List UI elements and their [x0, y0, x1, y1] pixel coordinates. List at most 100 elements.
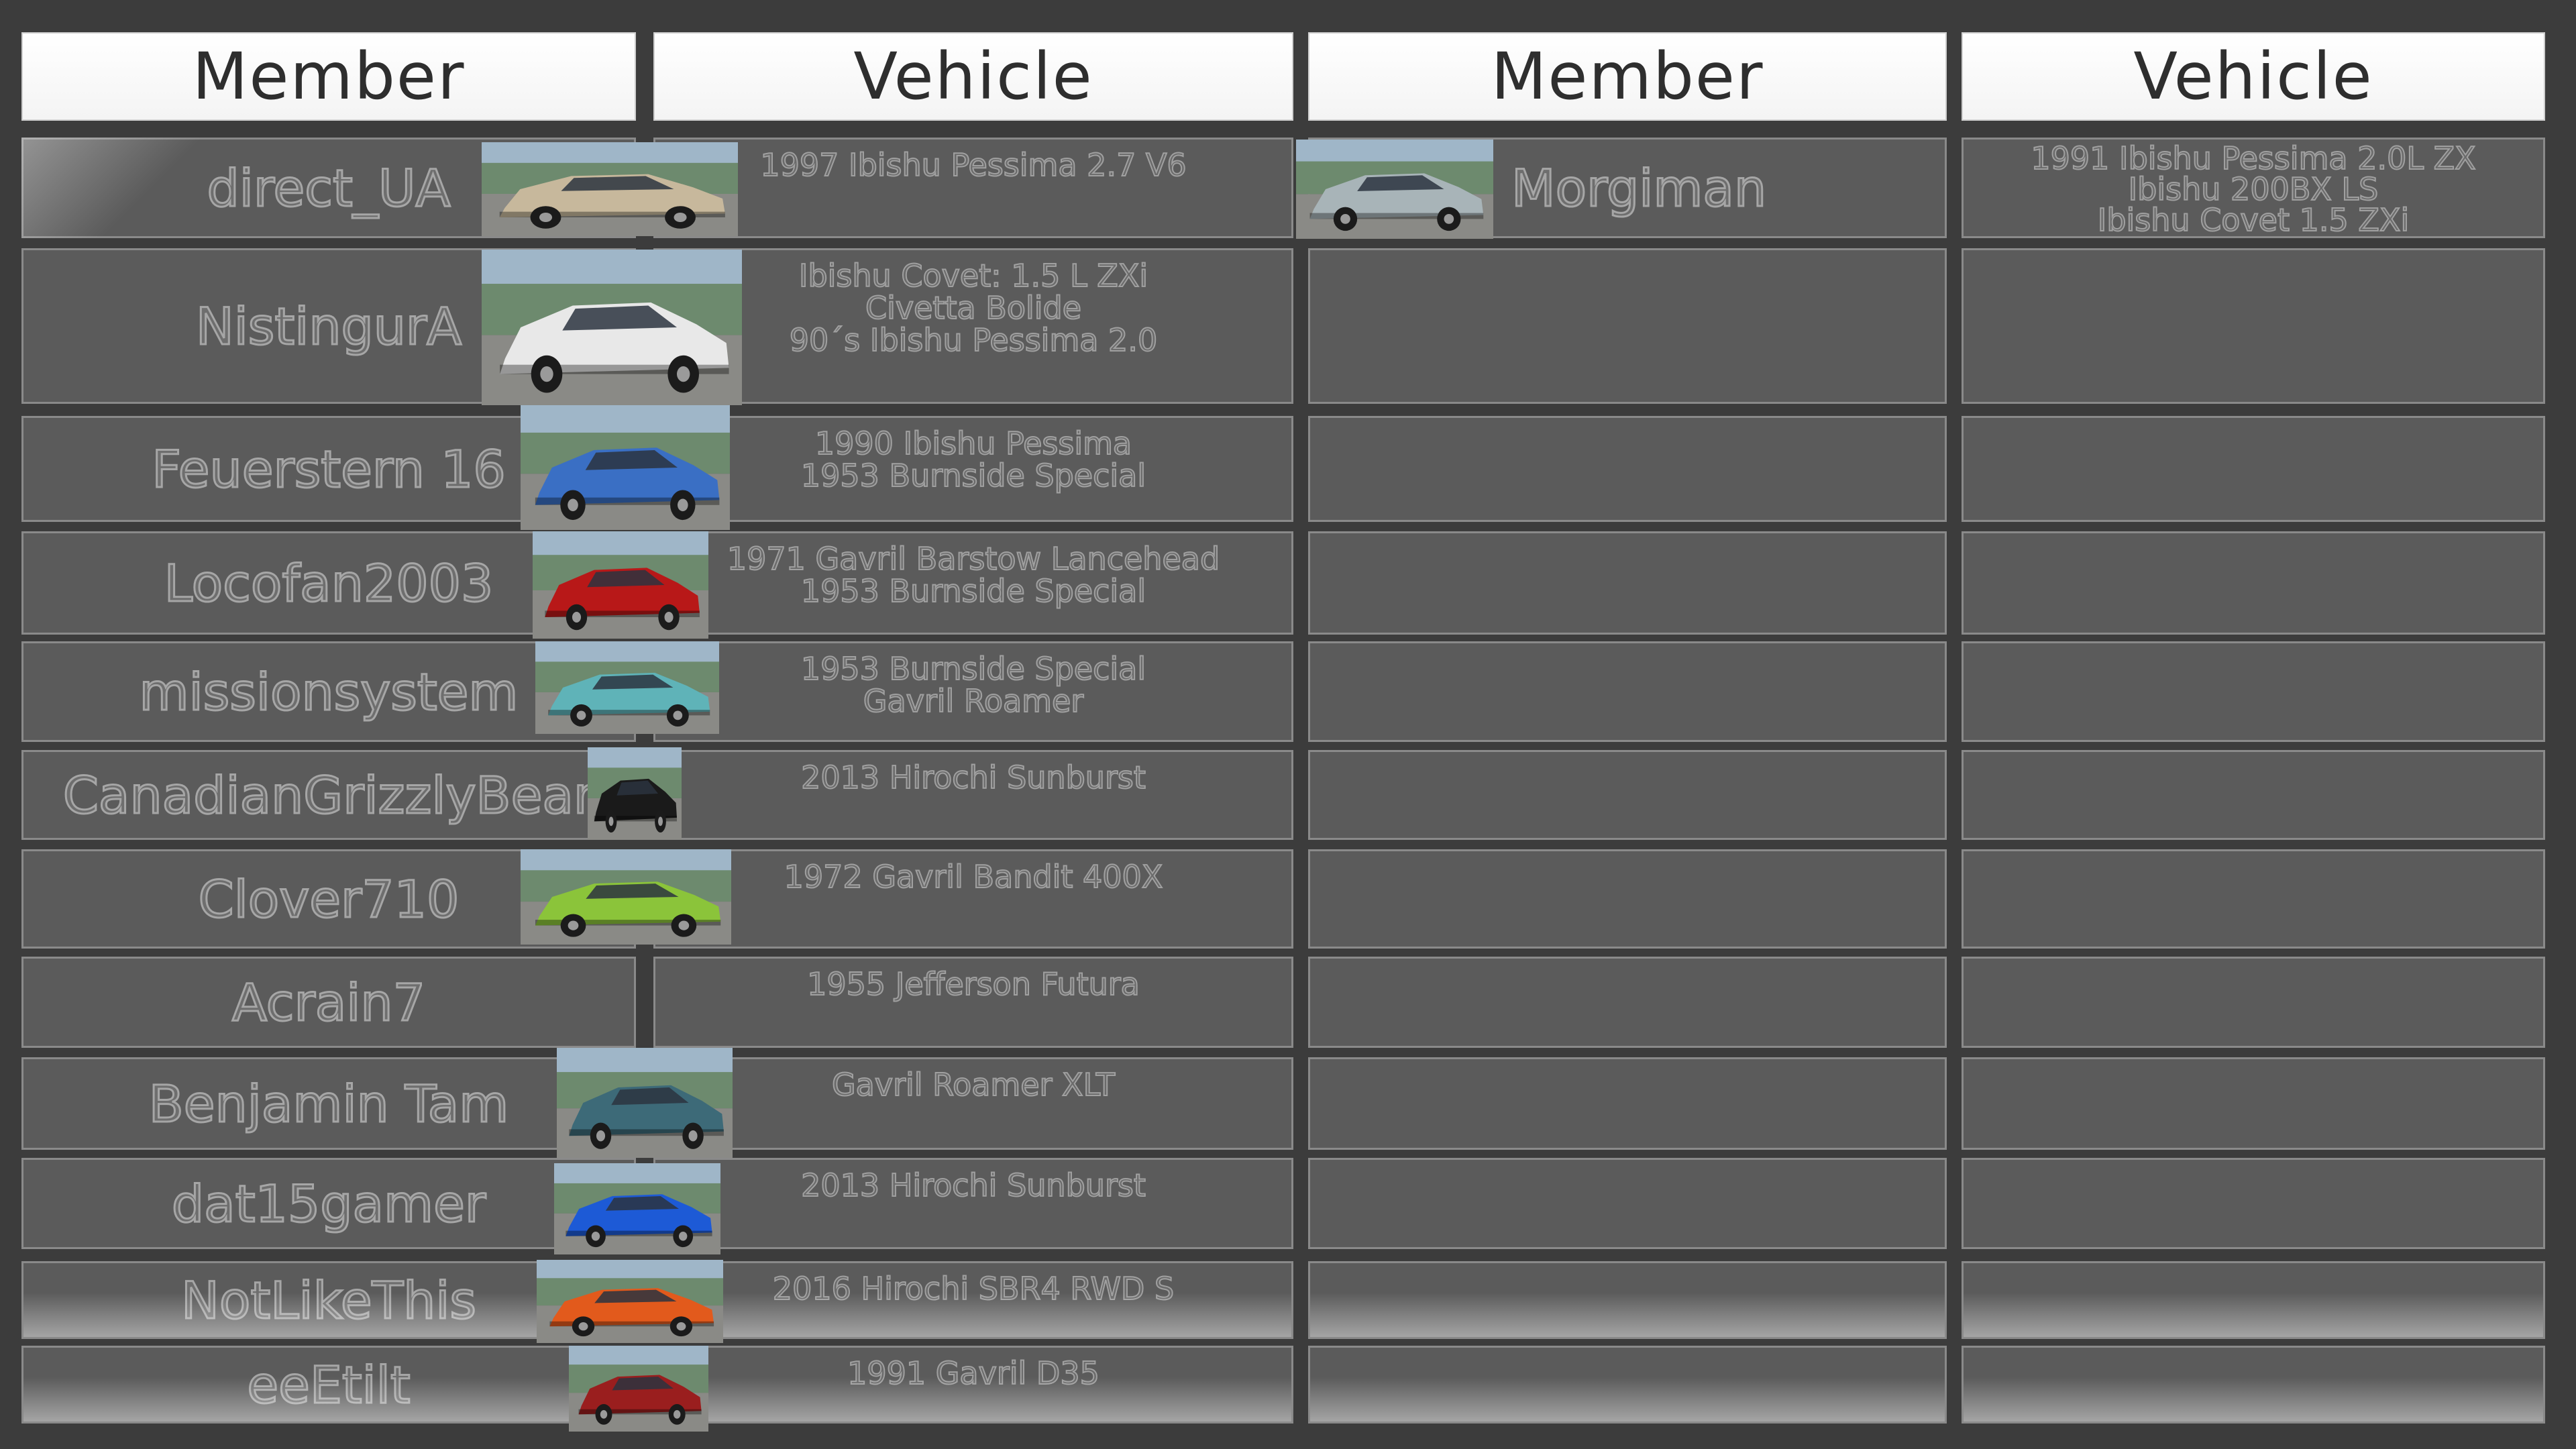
vehicle-entry: 1953 Burnside Special	[800, 573, 1146, 609]
vehicle-entry: Gavril Roamer	[863, 683, 1084, 719]
row-5-car-image	[588, 747, 682, 840]
vehicle-list: 2016 Hirochi SBR4 RWD S	[655, 1271, 1291, 1307]
member-cell-right	[1308, 1057, 1947, 1150]
glare	[1310, 1293, 1945, 1337]
member-car-photo	[482, 142, 738, 236]
member-cell-right	[1308, 1346, 1947, 1424]
member-cell-right	[1308, 750, 1947, 840]
member-name: Feuerstern 16	[151, 438, 507, 500]
morgiman-car-image	[1296, 140, 1493, 239]
member-cell-right	[1308, 1158, 1947, 1249]
vehicle-cell-right	[1962, 531, 2545, 635]
member-cell-right	[1308, 416, 1947, 522]
vehicle-cell-right	[1962, 416, 2545, 522]
member-name: NotLikeThis	[180, 1269, 478, 1331]
glare	[1310, 1377, 1945, 1421]
vehicle-entry: 1971 Gavril Barstow Lancehead	[727, 541, 1220, 577]
vehicle-cell-right	[1962, 641, 2545, 742]
member-name: dat15gamer	[170, 1173, 486, 1234]
member-car-photo	[1296, 140, 1493, 239]
vehicle-entry: 1955 Jefferson Futura	[806, 966, 1140, 1002]
member-cell-right	[1308, 1261, 1947, 1339]
header-member-1: Member	[21, 32, 636, 121]
header-member-2: Member	[1308, 32, 1947, 121]
vehicle-list: 1955 Jefferson Futura	[655, 966, 1291, 1002]
vehicle-entry: 2016 Hirochi SBR4 RWD S	[772, 1271, 1175, 1307]
member-cell: missionsystem	[21, 641, 636, 742]
member-cell: CanadianGrizzlyBear	[21, 750, 636, 840]
vehicle-list: 1997 Ibishu Pessima 2.7 V6	[655, 147, 1291, 183]
row-1-car-image	[482, 250, 742, 405]
member-car-photo	[588, 747, 682, 840]
vehicle-list: 2013 Hirochi Sunburst	[655, 761, 1291, 794]
row-0-car-image	[482, 142, 738, 236]
member-name: missionsystem	[138, 661, 519, 722]
member-cell: Acrain7	[21, 957, 636, 1048]
member-cell-right	[1308, 531, 1947, 635]
member-name: Locofan2003	[163, 552, 494, 614]
row-4-car-image	[535, 641, 719, 734]
row-2-car-image	[521, 405, 730, 530]
header-vehicle-1: Vehicle	[653, 32, 1293, 121]
vehicle-cell-right	[1962, 849, 2545, 949]
vehicle-list: Gavril Roamer XLT	[655, 1068, 1291, 1102]
vehicle-entry: 1991 Gavril D35	[847, 1355, 1100, 1391]
vehicle-cell: 1991 Gavril D35	[653, 1346, 1293, 1424]
row-10-car-image	[537, 1260, 723, 1343]
member-car-photo	[521, 849, 731, 945]
vehicle-cell-right	[1962, 1057, 2545, 1150]
vehicle-entry: 1972 Gavril Bandit 400X	[784, 859, 1164, 895]
vehicle-cell-right	[1962, 750, 2545, 840]
vehicle-cell-right	[1962, 1158, 2545, 1249]
row-11-car-image	[569, 1346, 708, 1432]
vehicle-entry: 1953 Burnside Special	[800, 651, 1146, 687]
vehicle-cell: 1997 Ibishu Pessima 2.7 V6	[653, 138, 1293, 238]
member-car-photo	[535, 641, 719, 734]
member-cell-right	[1308, 248, 1947, 404]
member-cell-right: Morgiman	[1308, 138, 1947, 238]
vehicle-cell-right	[1962, 248, 2545, 404]
member-name: NistingurA	[195, 295, 462, 357]
vehicle-entry: Civetta Bolide	[865, 290, 1082, 326]
member-car-photo	[482, 250, 742, 405]
vehicle-entry: Ibishu Covet: 1.5 L ZXi	[798, 258, 1148, 294]
member-name: eeEtilt	[246, 1354, 411, 1415]
row-9-car-image	[554, 1163, 720, 1254]
member-car-photo	[554, 1163, 720, 1254]
member-car-photo	[569, 1346, 708, 1432]
row-6-car-image	[521, 849, 731, 945]
row-3-car-image	[533, 531, 708, 639]
member-cell: eeEtilt	[21, 1346, 636, 1424]
member-name: Morgiman	[1510, 157, 1767, 219]
vehicle-entry: 1997 Ibishu Pessima 2.7 V6	[759, 147, 1187, 183]
member-name: Acrain7	[231, 971, 427, 1033]
row-8-car-image	[557, 1048, 733, 1158]
member-name: CanadianGrizzlyBear	[62, 764, 595, 826]
glare	[1964, 1293, 2543, 1337]
member-cell-right	[1308, 957, 1947, 1048]
member-name: Benjamin Tam	[148, 1073, 510, 1134]
vehicle-list: 1991 Gavril D35	[655, 1355, 1291, 1391]
vehicle-list: 2013 Hirochi Sunburst	[655, 1169, 1291, 1202]
vehicle-cell-right	[1962, 1346, 2545, 1424]
vehicle-entry: 1990 Ibishu Pessima	[814, 425, 1132, 462]
vehicle-cell-right	[1962, 1261, 2545, 1339]
member-car-photo	[533, 531, 708, 639]
member-cell: Benjamin Tam	[21, 1057, 636, 1150]
member-name: direct_UA	[206, 157, 451, 219]
member-name: Clover710	[197, 868, 460, 930]
vehicle-entry: Ibishu Covet 1.5 ZXi	[2097, 202, 2410, 238]
member-cell: dat15gamer	[21, 1158, 636, 1249]
vehicle-cell: 2016 Hirochi SBR4 RWD S	[653, 1261, 1293, 1339]
vehicle-entry: 90´s Ibishu Pessima 2.0	[789, 322, 1158, 358]
vehicle-cell-right	[1962, 957, 2545, 1048]
header-vehicle-2: Vehicle	[1962, 32, 2545, 121]
